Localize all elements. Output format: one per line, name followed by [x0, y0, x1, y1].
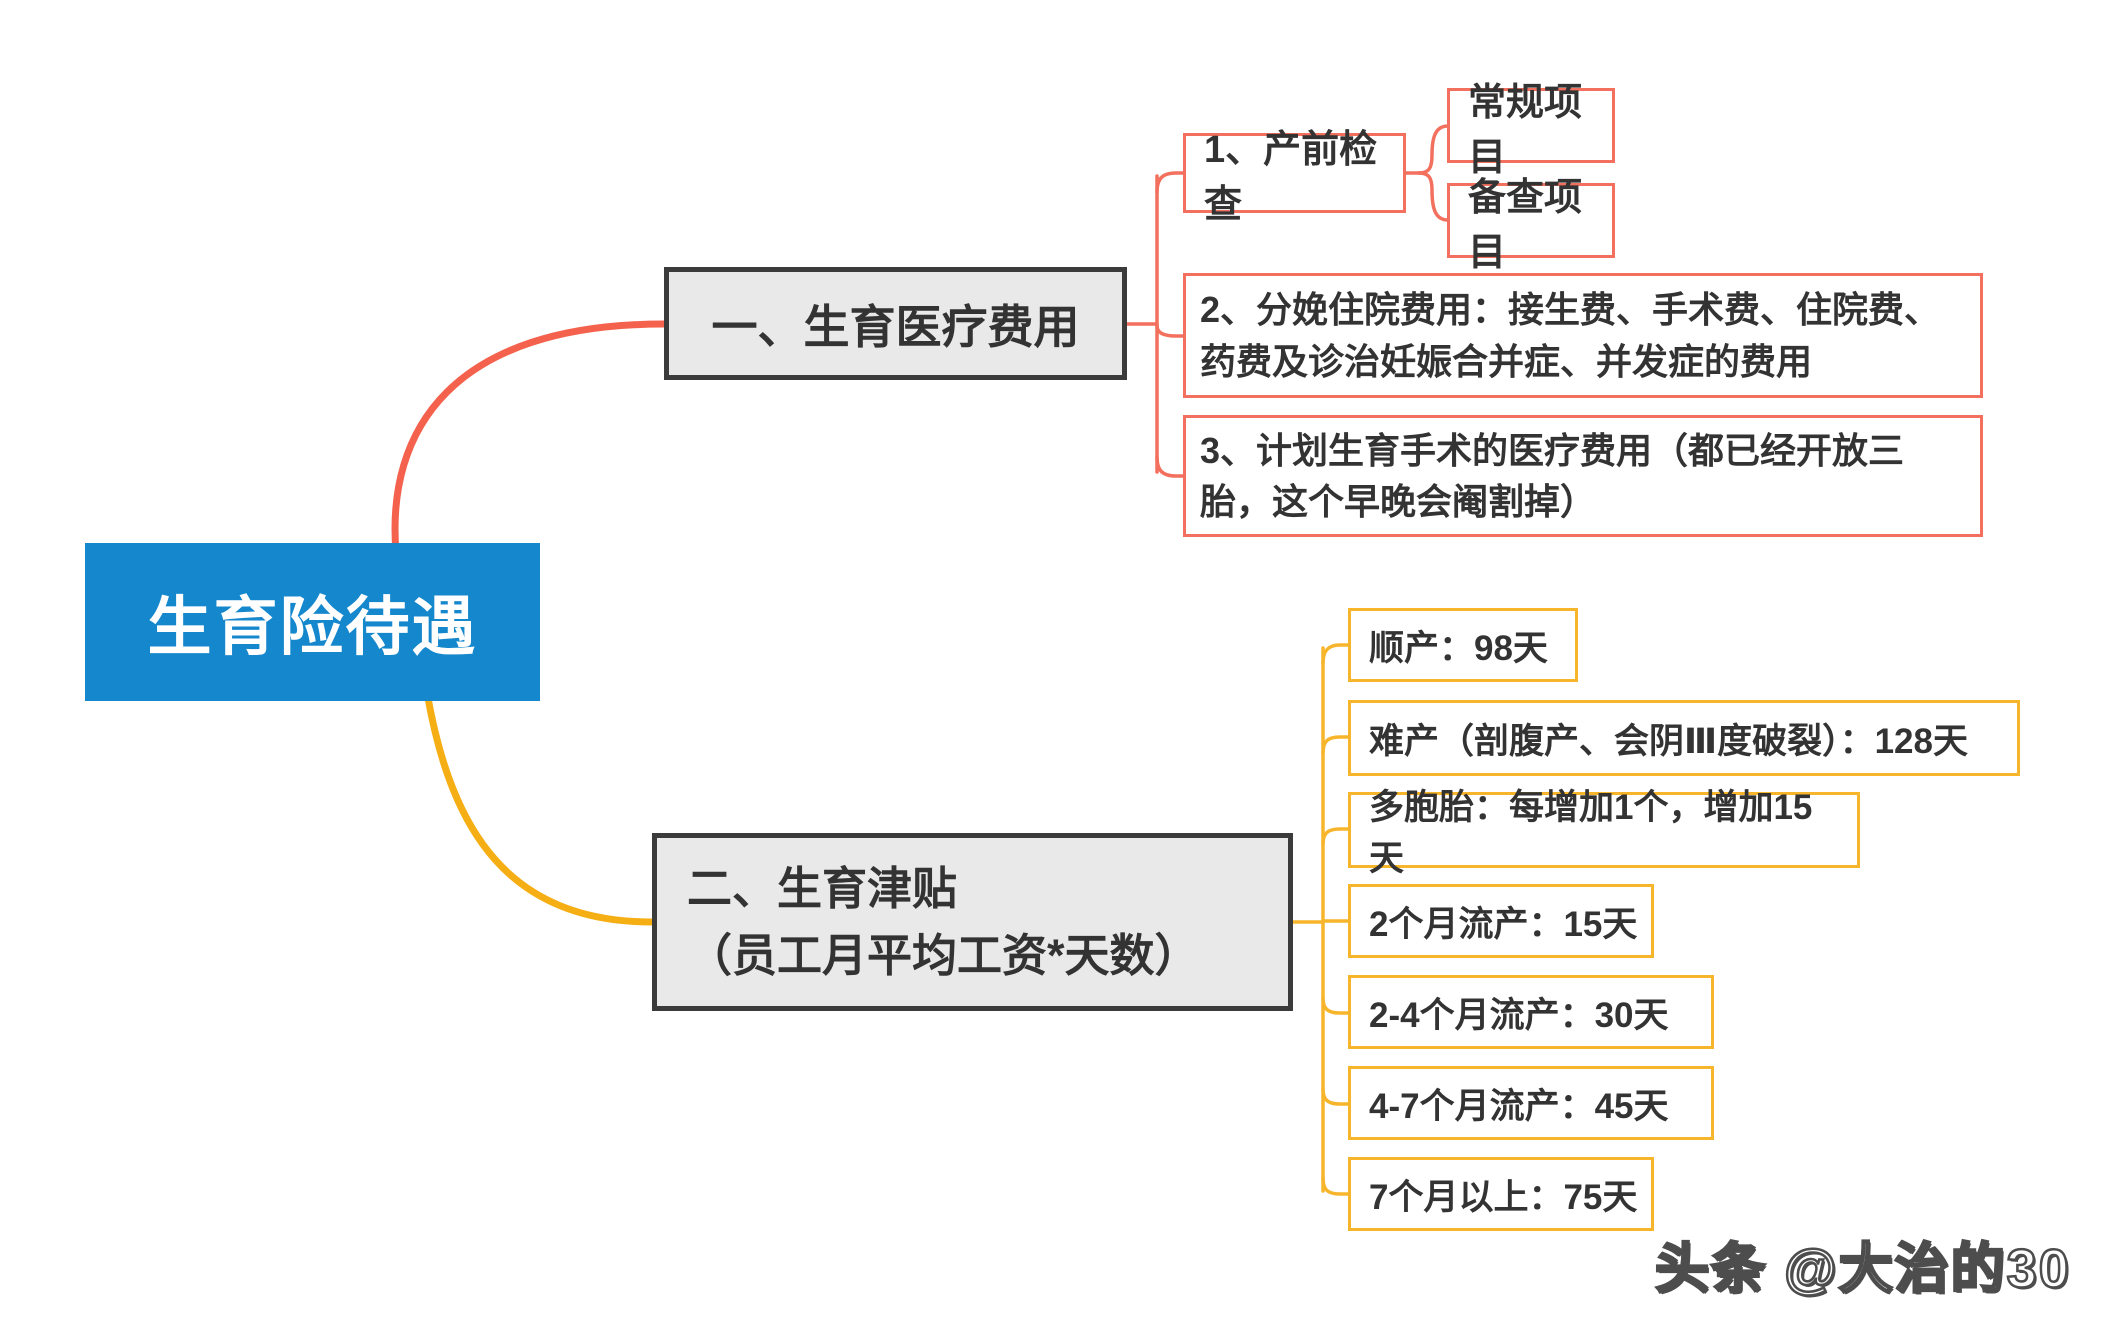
- node-delivery-hospital-fees[interactable]: 2、分娩住院费用：接生费、手术费、住院费、药费及诊治妊娠合并症、并发症的费用: [1183, 273, 1983, 398]
- node-natural-birth[interactable]: 顺产：98天: [1348, 608, 1578, 682]
- connector-allowance-elbow-1: [1321, 643, 1350, 665]
- node-miscarriage-4-7m-label: 4-7个月流产：45天: [1369, 1086, 1669, 1126]
- node-above-7m-label: 7个月以上：75天: [1369, 1177, 1638, 1217]
- connector-allowance-elbow-2: [1321, 735, 1350, 755]
- branch-maternity-allowance-sublabel: （员工月平均工资*天数）: [687, 930, 1200, 981]
- watermark: 头条 @大治的30: [1654, 1224, 2095, 1303]
- branch-maternity-allowance-label: 二、生育津贴: [687, 862, 958, 914]
- node-regular-items-label: 常规项目: [1468, 81, 1583, 179]
- connector-root-to-medical: [391, 320, 668, 556]
- connector-medical-elbow-3: [1155, 455, 1185, 478]
- connector-prenatal-hook-bottom: [1417, 171, 1450, 222]
- node-difficult-birth-label: 难产（剖腹产、会阴Ⅲ度破裂）：128天: [1369, 721, 1968, 761]
- node-multiple-birth[interactable]: 多胞胎：每增加1个，增加15天: [1348, 788, 1860, 878]
- connector-allowance-elbow-3: [1321, 827, 1350, 846]
- node-miscarriage-2m-label: 2个月流产：15天: [1369, 904, 1638, 944]
- node-reserve-items[interactable]: 备查项目: [1447, 177, 1615, 274]
- connector-allowance-elbow-6: [1321, 1087, 1350, 1106]
- node-above-7m[interactable]: 7个月以上：75天: [1348, 1157, 1654, 1231]
- connector-prenatal-hook-top: [1417, 124, 1450, 175]
- connector-medical-elbow-1: [1155, 171, 1185, 194]
- connector-medical-elbow-2: [1155, 324, 1185, 338]
- branch-maternity-allowance-node[interactable]: 二、生育津贴 （员工月平均工资*天数）: [652, 833, 1293, 1011]
- node-prenatal-checkup[interactable]: 1、产前检查: [1183, 129, 1406, 226]
- branch-medical-expenses-node[interactable]: 一、生育医疗费用: [664, 267, 1127, 380]
- node-difficult-birth[interactable]: 难产（剖腹产、会阴Ⅲ度破裂）：128天: [1348, 700, 2020, 776]
- root-node-maternity-insurance[interactable]: 生育险待遇: [85, 543, 540, 701]
- connector-allowance-elbow-5: [1321, 996, 1350, 1015]
- watermark-text: 头条 @大治的30: [1654, 1238, 2071, 1301]
- node-miscarriage-2-4m-label: 2-4个月流产：30天: [1369, 995, 1669, 1035]
- node-family-planning-surgery[interactable]: 3、计划生育手术的医疗费用（都已经开放三胎，这个早晚会阉割掉）: [1183, 415, 1983, 537]
- connector-allowance-elbow-7: [1321, 1176, 1350, 1196]
- node-reserve-items-label: 备查项目: [1468, 176, 1583, 274]
- root-node-label: 生育险待遇: [147, 591, 478, 663]
- node-family-planning-surgery-label: 3、计划生育手术的医疗费用（都已经开放三胎，这个早晚会阉割掉）: [1200, 429, 1905, 522]
- branch-medical-expenses-label: 一、生育医疗费用: [711, 300, 1080, 353]
- node-miscarriage-2m[interactable]: 2个月流产：15天: [1348, 884, 1654, 958]
- node-miscarriage-2-4m[interactable]: 2-4个月流产：30天: [1348, 975, 1714, 1049]
- node-natural-birth-label: 顺产：98天: [1369, 628, 1548, 668]
- connector-root-to-allowance: [424, 694, 656, 926]
- node-miscarriage-4-7m[interactable]: 4-7个月流产：45天: [1348, 1066, 1714, 1140]
- node-prenatal-checkup-label: 1、产前检查: [1204, 129, 1378, 226]
- node-multiple-birth-label: 多胞胎：每增加1个，增加15天: [1369, 788, 1813, 878]
- node-delivery-hospital-fees-label: 2、分娩住院费用：接生费、手术费、住院费、药费及诊治妊娠合并症、并发症的费用: [1200, 289, 1941, 382]
- node-regular-items[interactable]: 常规项目: [1447, 82, 1615, 179]
